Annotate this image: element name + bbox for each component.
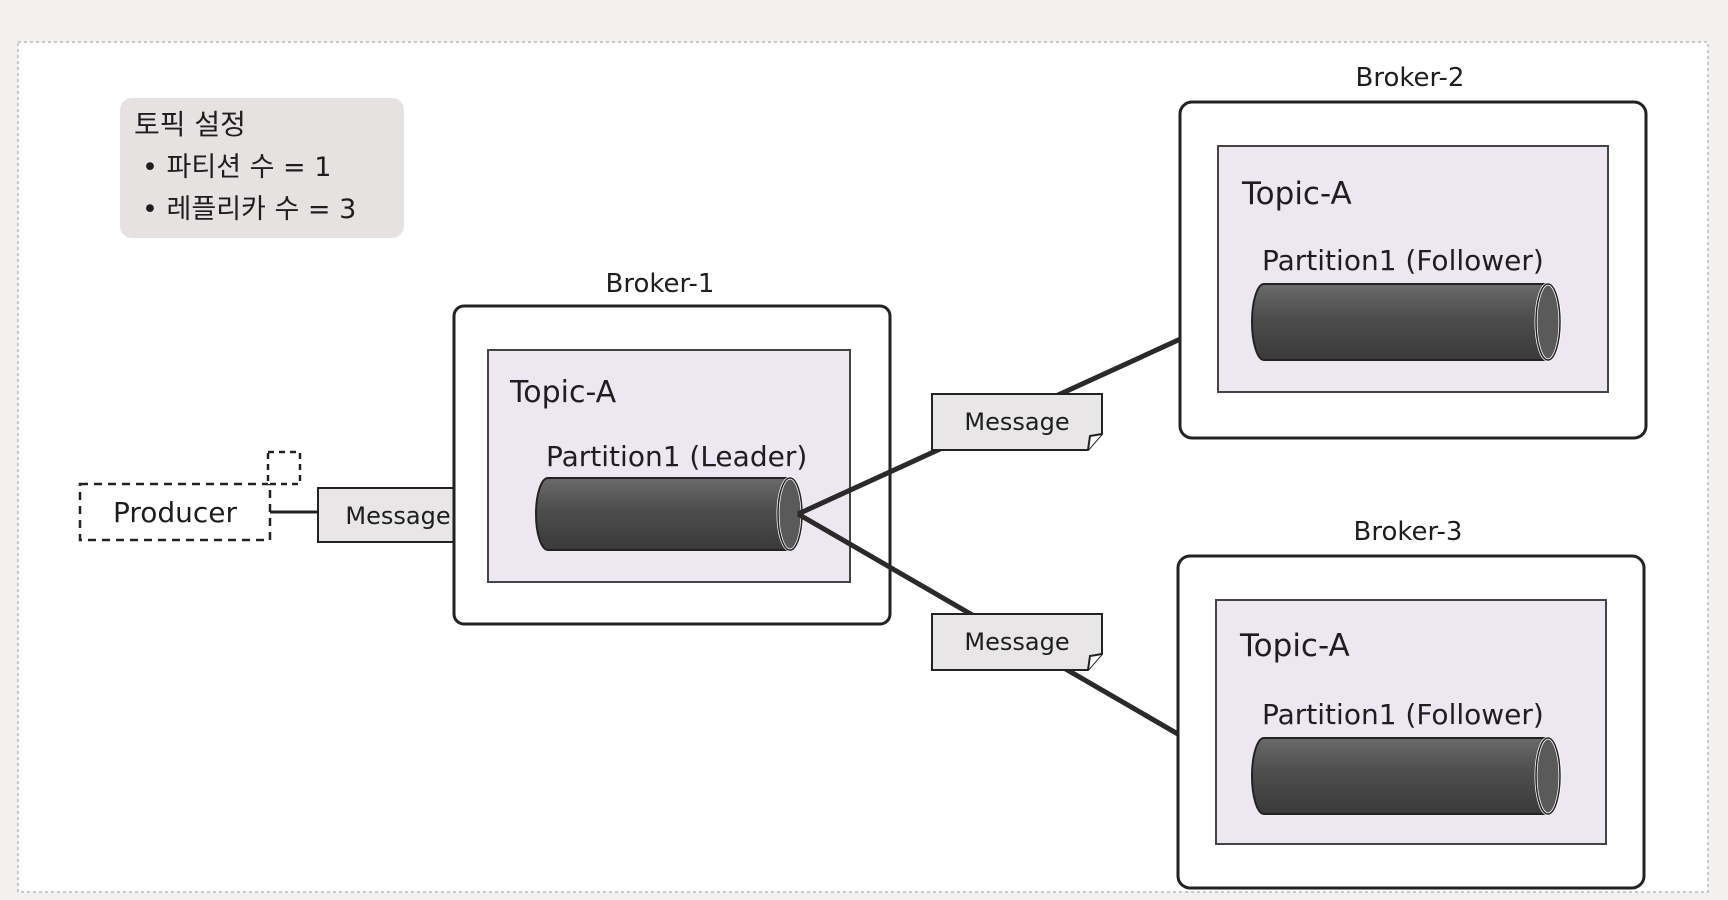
broker-1-partition-label: Partition1 (Leader): [546, 440, 807, 473]
message-label-2: Message: [964, 408, 1069, 436]
broker-3-topic: Topic-A: [1239, 628, 1350, 664]
settings-partition-count: • 파티션 수 = 1: [142, 152, 331, 183]
producer-port: [266, 450, 302, 486]
broker-1-topic: Topic-A: [509, 375, 617, 410]
message-note-2: Message: [931, 393, 1103, 451]
broker-1: Broker-1 Topic-A Partition1 (Leader): [452, 269, 892, 626]
broker-3: Broker-3 Topic-A Partition1 (Follower): [1176, 517, 1646, 890]
broker-2-topic: Topic-A: [1241, 176, 1352, 212]
broker-3-name: Broker-3: [1354, 517, 1463, 547]
broker-3-partition-label: Partition1 (Follower): [1262, 698, 1544, 731]
topic-settings-box: 토픽 설정 • 파티션 수 = 1 • 레플리카 수 = 3: [120, 98, 404, 238]
settings-replica-count: • 레플리카 수 = 3: [142, 194, 356, 225]
broker-2-partition-label: Partition1 (Follower): [1262, 244, 1544, 277]
settings-title: 토픽 설정: [134, 108, 246, 141]
message-label-3: Message: [964, 628, 1069, 656]
broker-2: Broker-2 Topic-A Partition1 (Follower): [1178, 63, 1648, 440]
follower-partition-cylinder-3: [1251, 736, 1562, 816]
leader-partition-cylinder: [535, 476, 804, 552]
broker-1-name: Broker-1: [606, 269, 715, 299]
message-label-1: Message: [345, 502, 450, 530]
producer-label: Producer: [113, 496, 238, 529]
follower-partition-cylinder-2: [1251, 282, 1562, 362]
producer-node: Producer: [78, 450, 302, 542]
message-note-3: Message: [931, 613, 1103, 671]
broker-2-name: Broker-2: [1356, 63, 1465, 93]
